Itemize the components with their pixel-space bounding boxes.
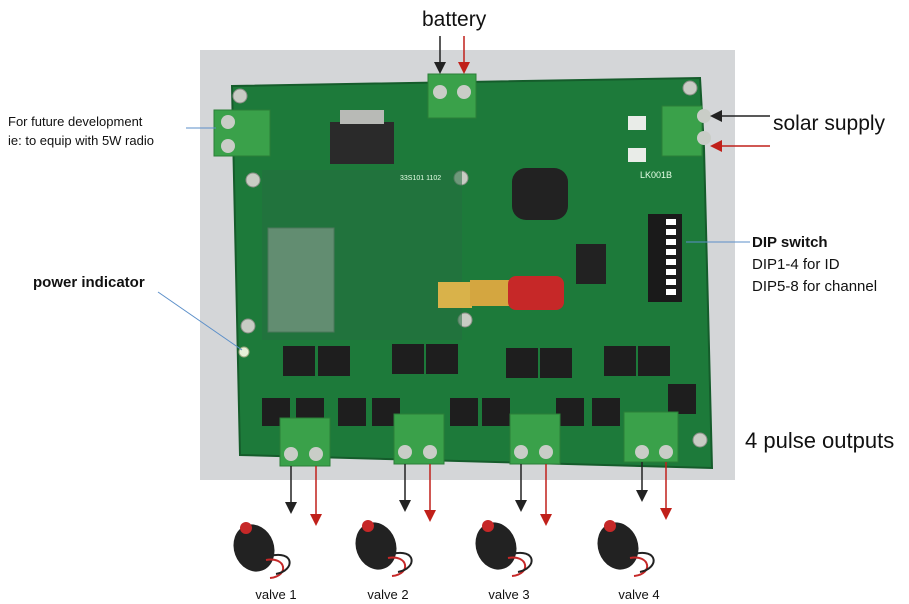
valve-label-2: valve 2 bbox=[367, 587, 409, 602]
mosfet-row-lower bbox=[262, 384, 696, 426]
ic-chip bbox=[576, 244, 606, 284]
terminal-block-future bbox=[213, 109, 271, 157]
dip-line-2: DIP5-8 for channel bbox=[752, 278, 878, 295]
dip-switch bbox=[648, 214, 682, 302]
battery-label: battery bbox=[422, 8, 487, 31]
pulse-outputs-label: 4 pulse outputs bbox=[745, 428, 895, 453]
valve-icon-2 bbox=[355, 520, 413, 577]
terminal-block-output-1 bbox=[279, 417, 331, 467]
valve-label-1: valve 1 bbox=[255, 587, 297, 602]
valve-icon-1 bbox=[233, 522, 291, 579]
rf-module bbox=[262, 170, 462, 340]
output-arrows bbox=[285, 462, 672, 526]
mosfet-row-upper bbox=[283, 344, 670, 378]
terminal-block-output-2 bbox=[393, 413, 445, 465]
dip-title: DIP switch bbox=[752, 234, 828, 251]
antenna-connector bbox=[438, 282, 472, 308]
solar-supply-label: solar supply bbox=[773, 112, 886, 135]
inductor bbox=[512, 168, 568, 220]
future-line-2: ie: to equip with 5W radio bbox=[8, 133, 154, 148]
valve-label-4: valve 4 bbox=[618, 587, 660, 602]
valve-icon-3 bbox=[475, 520, 533, 577]
terminal-block-solar bbox=[661, 105, 711, 157]
valve-icon-4 bbox=[597, 520, 655, 577]
valve-label-3: valve 3 bbox=[488, 587, 530, 602]
future-line-1: For future development bbox=[8, 114, 143, 129]
terminal-block-output-3 bbox=[509, 413, 561, 465]
voltage-regulator bbox=[330, 122, 394, 164]
dip-switch-label: DIP switch DIP1-4 for ID DIP5-8 for chan… bbox=[752, 232, 877, 298]
terminal-block-battery bbox=[427, 73, 477, 119]
terminal-block-output-4 bbox=[623, 411, 679, 463]
pcb-board-id: LK001B bbox=[640, 170, 672, 180]
pcb-chip-id: 33S101 1102 bbox=[400, 175, 441, 182]
future-development-label: For future development ie: to equip with… bbox=[8, 112, 154, 150]
power-callout-line bbox=[157, 291, 243, 351]
power-indicator-label: power indicator bbox=[33, 274, 145, 291]
dip-line-1: DIP1-4 for ID bbox=[752, 256, 840, 273]
